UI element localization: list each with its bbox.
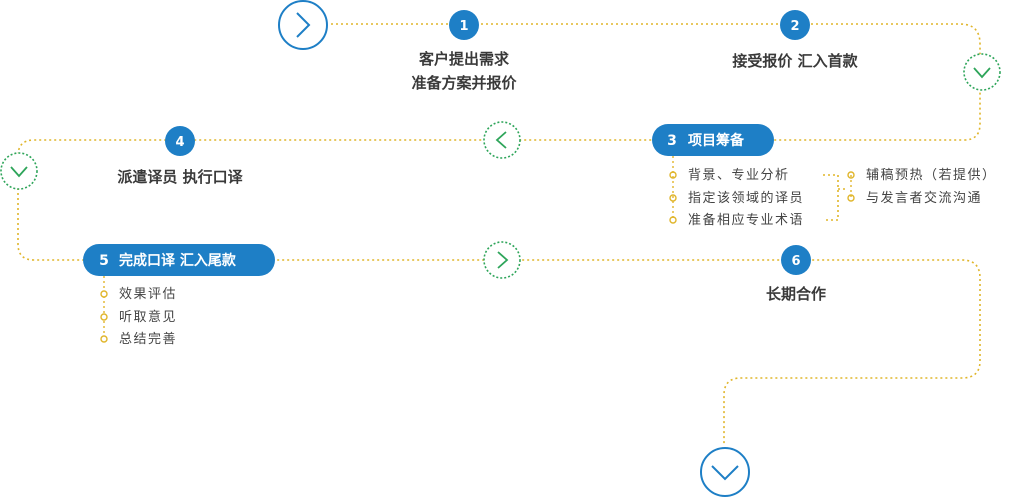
step-2-number: 2 xyxy=(790,19,799,34)
bullet-dot xyxy=(100,335,108,343)
end-ring xyxy=(700,447,750,497)
turn-down-left xyxy=(0,152,38,190)
step-6-title: 长期合作 xyxy=(766,285,826,303)
step-2: 2 接受报价 汇入首款 xyxy=(732,10,859,70)
step-6: 6 长期合作 xyxy=(766,245,826,303)
bullet-dot xyxy=(100,290,108,298)
step-4: 4 派遣译员 执行口译 xyxy=(117,126,244,186)
step-5-sub-1: 效果评估 xyxy=(119,287,177,302)
chevron-down-icon xyxy=(10,166,28,178)
arrow-right-node xyxy=(483,241,521,279)
step-2-title: 接受报价 汇入首款 xyxy=(732,52,858,70)
step-5-number: 5 xyxy=(99,253,109,269)
chevron-right-icon xyxy=(296,12,311,38)
step-1-title-line1: 客户提出需求 xyxy=(418,50,510,68)
arrow-ring xyxy=(483,241,521,279)
step-1: 1 客户提出需求 准备方案并报价 xyxy=(411,10,517,92)
step-5-sub-3: 总结完善 xyxy=(119,331,177,347)
step-5-pill xyxy=(83,244,275,276)
start-ring xyxy=(278,0,328,50)
arrow-ring xyxy=(483,121,521,159)
bullet-dot xyxy=(100,313,108,321)
turn-ring xyxy=(0,152,38,190)
step-3-sub-5: 与发言者交流沟通 xyxy=(866,190,982,206)
step-3-subitems: 背景、专业分析 指定该领域的译员 准备相应专业术语 辅稿预热（若提供） 与发言者… xyxy=(669,167,997,228)
step-6-badge xyxy=(781,245,811,275)
chevron-left-icon xyxy=(495,131,507,149)
step-5-sub-2: 听取意见 xyxy=(119,309,177,325)
step-1-badge xyxy=(449,10,479,40)
step-3-sub-2: 指定该领域的译员 xyxy=(688,190,804,206)
step-3: 3 项目筹备 xyxy=(652,124,774,156)
step-3-number: 3 xyxy=(667,133,677,149)
arrow-left-node xyxy=(483,121,521,159)
step-4-badge xyxy=(165,126,195,156)
step-3-pill xyxy=(652,124,774,156)
step-4-title: 派遣译员 执行口译 xyxy=(117,168,243,186)
chevron-right-icon xyxy=(497,251,509,269)
step-5-subitems: 效果评估 听取意见 总结完善 xyxy=(100,276,177,347)
step-5: 5 完成口译 汇入尾款 xyxy=(83,244,275,276)
step-5-title: 完成口译 汇入尾款 xyxy=(119,252,237,269)
start-node xyxy=(278,0,328,50)
step-1-number: 1 xyxy=(459,19,468,34)
turn-down-right xyxy=(963,53,1001,91)
step-6-number: 6 xyxy=(791,254,800,269)
end-node xyxy=(700,447,750,497)
chevron-down-icon xyxy=(973,67,991,79)
step-3-sub-1: 背景、专业分析 xyxy=(688,168,790,183)
turn-ring xyxy=(963,53,1001,91)
flow-connector xyxy=(17,23,981,445)
step-1-title-line2: 准备方案并报价 xyxy=(411,74,517,92)
step-3-title: 项目筹备 xyxy=(688,132,745,149)
chevron-down-icon xyxy=(711,465,739,481)
step-2-badge xyxy=(780,10,810,40)
step-4-number: 4 xyxy=(175,135,184,150)
step-3-sub-4: 辅稿预热（若提供） xyxy=(866,167,997,183)
step-3-sub-3: 准备相应专业术语 xyxy=(688,212,804,228)
